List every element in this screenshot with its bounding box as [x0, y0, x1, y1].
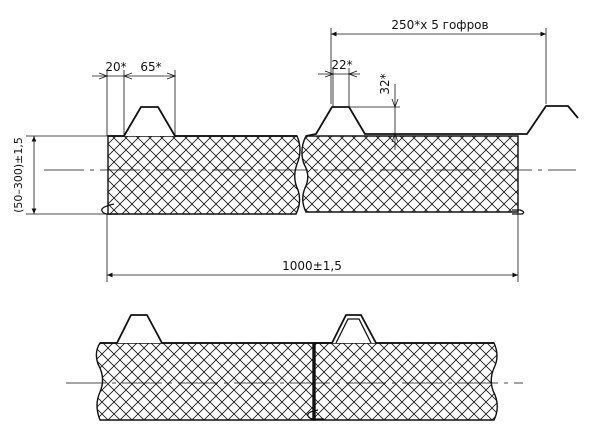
panel-core-left	[107, 135, 301, 215]
panel-top-profile-right	[305, 105, 579, 137]
panel-lock-left	[101, 203, 118, 215]
thickness-label: (50–300)±1,5	[12, 137, 25, 213]
panel-joint-view	[66, 314, 523, 421]
panel-top-profile-left	[108, 106, 297, 137]
joint-lock	[307, 409, 324, 420]
joint-overlap-profile	[335, 318, 372, 344]
joint-panel-core-left	[95, 342, 316, 421]
panel-core-right	[301, 135, 519, 213]
joint-top-profile-left	[100, 314, 332, 344]
rib-dim-arrows	[98, 72, 177, 80]
rib-height-arrows	[391, 98, 399, 143]
rib-base-label: 20*	[105, 60, 126, 74]
panel-lock-right	[512, 209, 525, 215]
rib-top-label: 65*	[140, 60, 161, 74]
joint-panel-core-right	[312, 342, 498, 421]
top-panel-view: (50–300)±1,5 20* 65* 250*x 5 гофров 22* …	[12, 18, 579, 282]
rib-height-label: 32*	[378, 73, 392, 94]
joint-top-profile-right	[313, 314, 494, 344]
rib-width-arrows	[324, 70, 358, 78]
rib-width-label: 22*	[331, 58, 352, 72]
width-label: 1000±1,5	[282, 259, 342, 273]
pitch-label: 250*x 5 гофров	[391, 18, 488, 32]
